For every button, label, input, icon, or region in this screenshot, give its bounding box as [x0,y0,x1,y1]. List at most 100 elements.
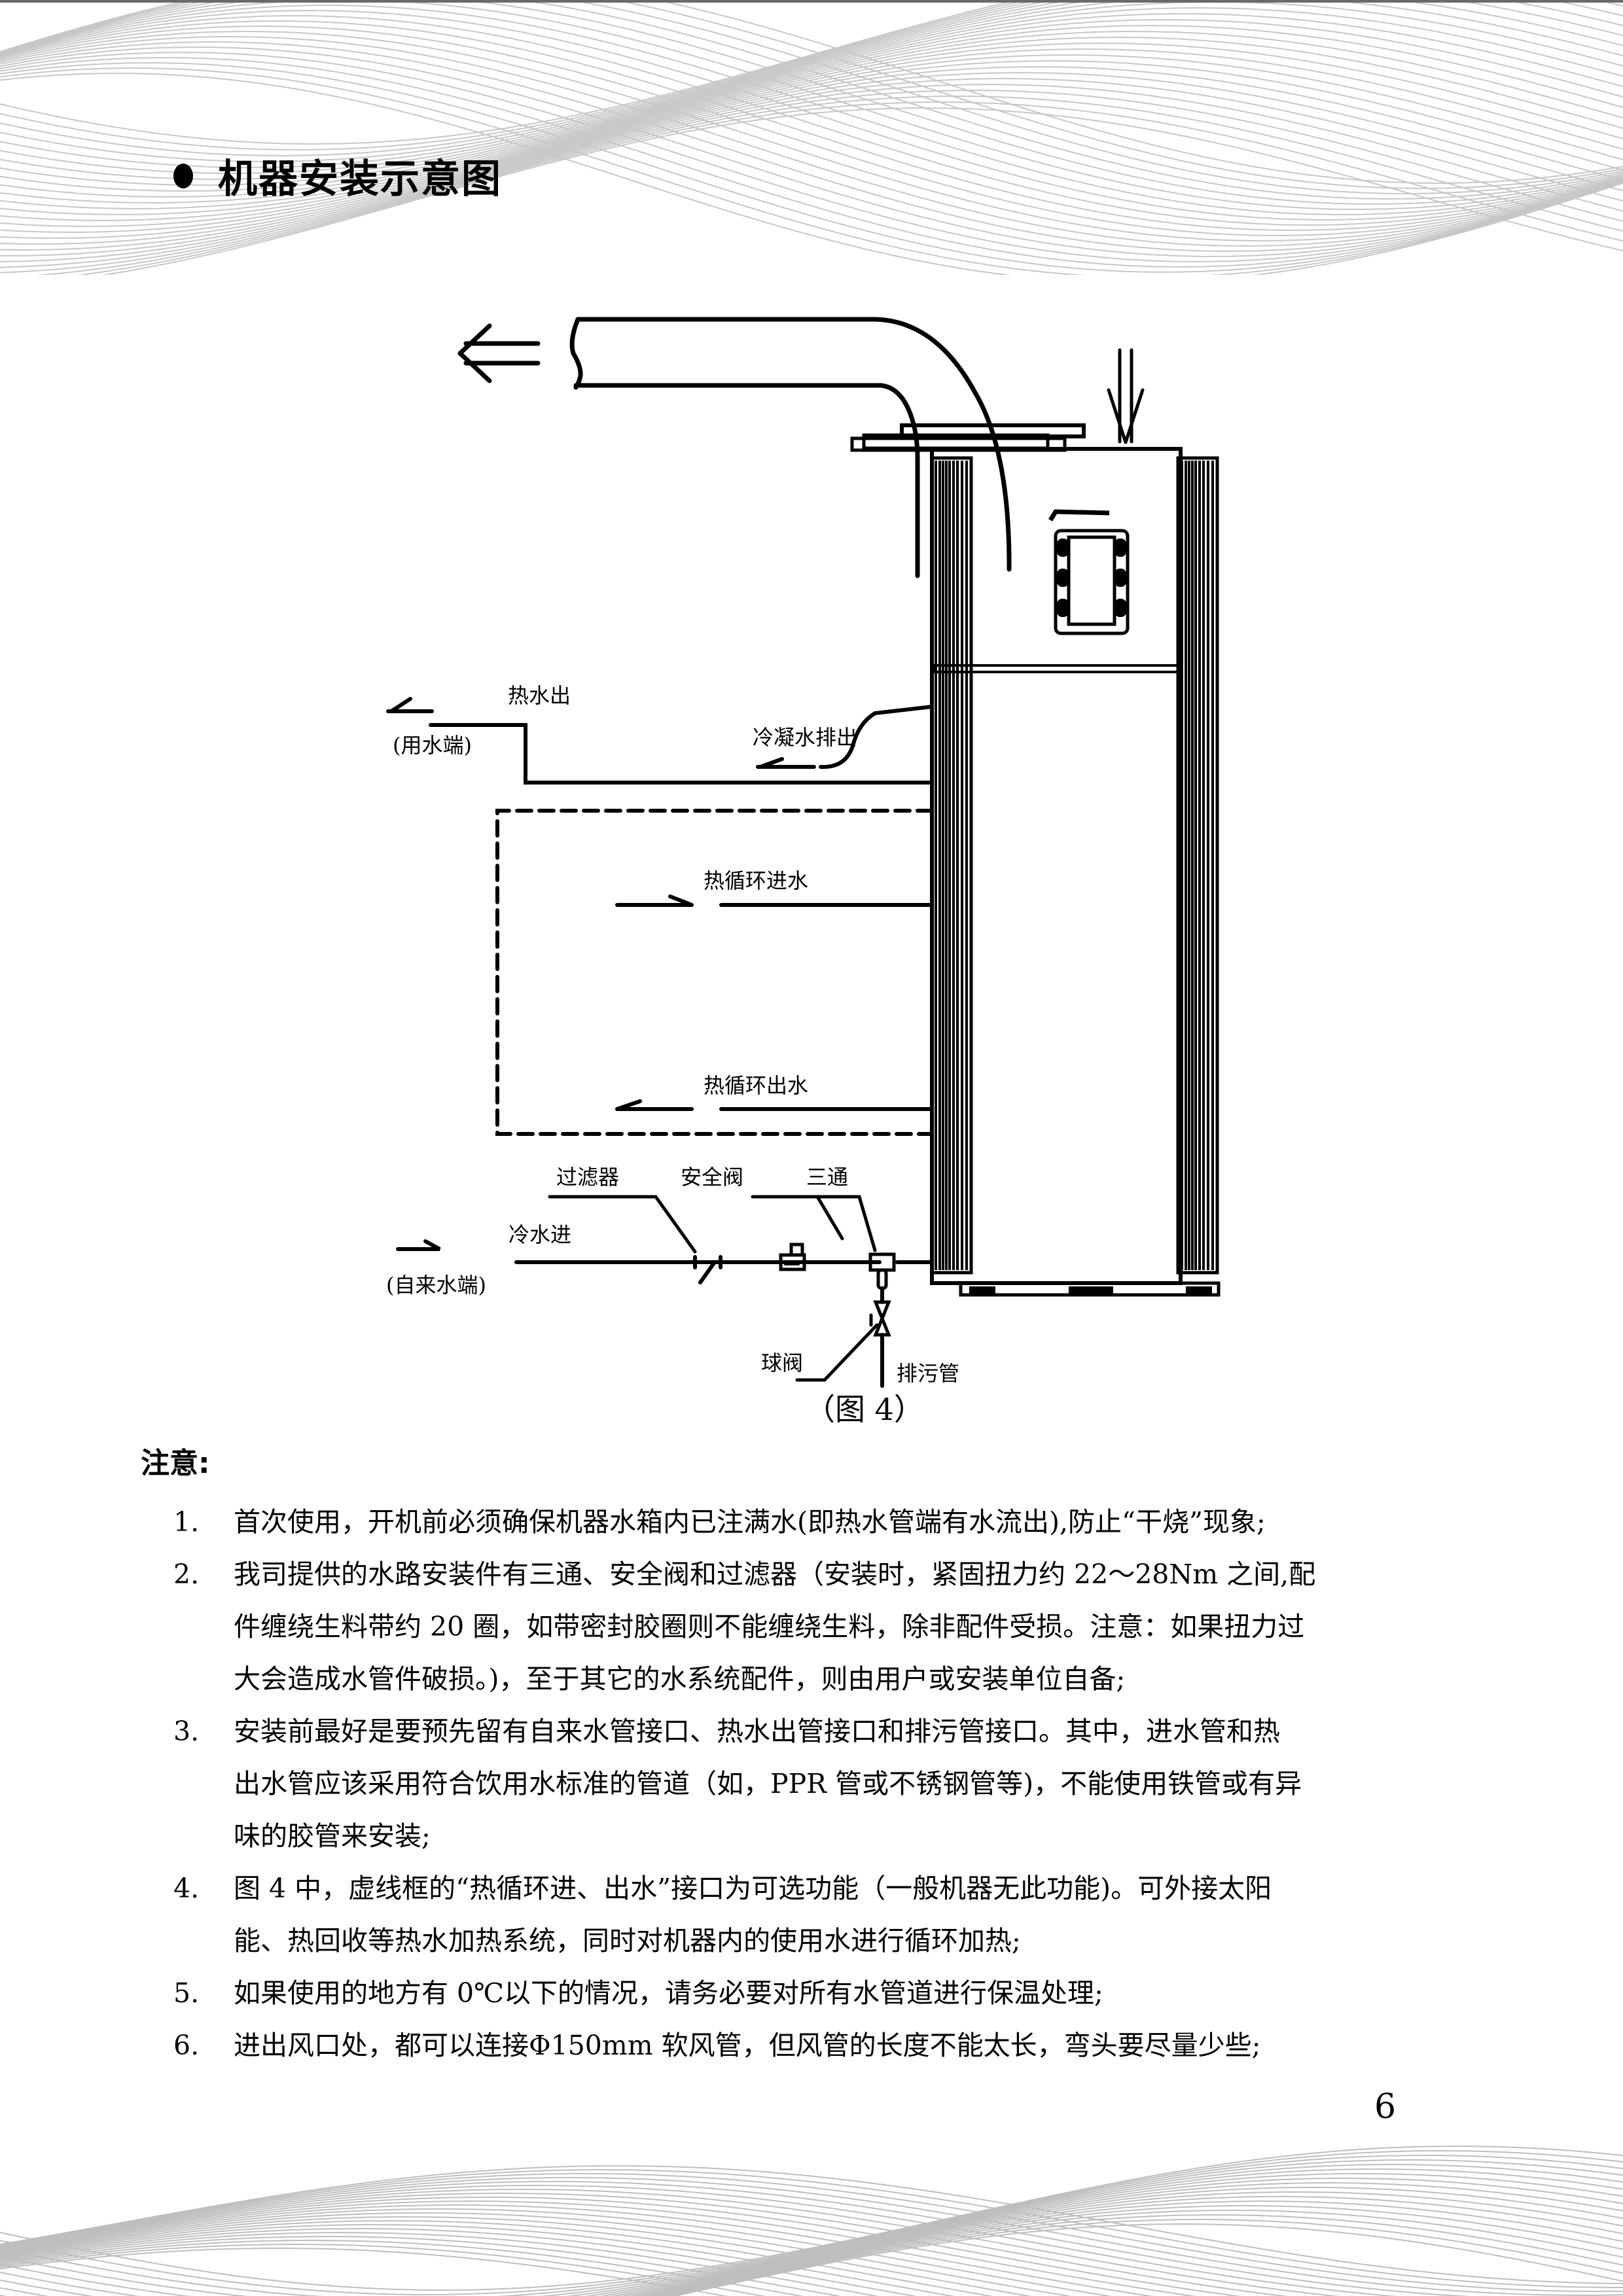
wave-line [0,2216,1033,2296]
filter-icon [548,1195,722,1284]
note-item: 4. 图 4 中，虚线框的“热循环进、出水”接口为可选功能（一般机器无此功能)。可… [141,1862,1522,1967]
label-condensate-drain: 冷凝水排出 [753,725,857,750]
header-rule [0,0,1623,3]
note-line: 出水管应该采用符合饮用水标准的管道（如，PPR 管或不锈钢管等)，不能使用铁管或… [234,1768,1302,1799]
wave-line [0,2231,880,2296]
note-line: 首次使用，开机前必须确保机器水箱内已注满水(即热水管端有水流出),防止“干烧”现… [234,1506,1266,1538]
note-item: 3. 安装前最好是要预先留有自来水管接口、热水出管接口和排污管接口。其中，进水管和… [141,1705,1522,1862]
notes-section: 注意: 1. 首次使用，开机前必须确保机器水箱内已注满水(即热水管端有水流出),防… [141,1439,1522,2072]
note-number: 4. [173,1873,200,1904]
note-line: 件缠绕生料带约 20 圈，如带密封胶圈则不能缠绕生料，除非配件受损。注意：如果扭… [234,1611,1305,1642]
note-text: 首次使用，开机前必须确保机器水箱内已注满水(即热水管端有水流出),防止“干烧”现… [234,1496,1522,1548]
wave-line [663,2214,1623,2296]
note-line: 大会造成水管件破损。)，至于其它的水系统配件，则由用户或安装单位自备; [234,1663,1126,1695]
safety-valve-icon [751,1195,844,1271]
wave-line [0,2223,955,2296]
wave-line [0,2180,1472,2296]
note-text: 图 4 中，虚线框的“热循环进、出水”接口为可选功能（一般机器无此功能)。可外接… [234,1862,1522,1967]
wave-line [0,2145,1623,2291]
wave-line [0,2192,1289,2296]
label-heat-cycle-in: 热循环进水 [704,868,808,893]
wave-line [0,2165,1623,2284]
section-title: 机器安装示意图 [218,156,502,202]
wave-line [0,2196,1241,2296]
wave-line [0,2159,1623,2296]
control-panel [1054,529,1130,635]
heat-cycle-in-pipe [615,894,934,907]
note-line: 味的胶管来安装; [234,1820,431,1852]
ball-valve-icon [795,1286,891,1388]
label-user-end: (用水端) [393,733,472,758]
note-number: 2. [173,1559,200,1590]
wave-line [658,2209,1623,2296]
wave-line [653,2204,1623,2296]
label-cold-water-in: 冷水进 [508,1222,571,1247]
wave-line [0,2172,1623,2296]
air-outlet-arrow-icon [457,323,541,383]
note-number: 1. [173,1506,200,1538]
wave-line [0,2204,1154,2296]
bullet-icon [173,163,193,188]
wave-line [0,2247,728,2296]
wave-line [0,2212,1072,2296]
heat-cycle-out-pipe [615,1099,934,1111]
label-tee: 三通 [806,1165,848,1190]
label-hot-water-out: 热水出 [508,683,571,708]
notes-title: 注意: [141,1447,210,1480]
wave-line [668,2218,1623,2296]
wave-line [0,2185,1398,2296]
note-line: 安装前最好是要预先留有自来水管接口、热水出管接口和排污管接口。其中，进水管和热 [234,1716,1280,1747]
page-number: 6 [1374,2087,1397,2127]
decorative-wave-footer [0,2145,1623,2296]
label-drain-pipe: 排污管 [897,1361,959,1386]
note-text: 如果使用的地方有 0℃以下的情况，请务必要对所有水管道进行保温处理; [234,1967,1522,2019]
brand-logo-icon [1048,509,1110,521]
hot-water-out-pipe [386,697,934,785]
wave-line [0,2239,804,2296]
wave-line [0,2188,1340,2296]
wave-line [0,2172,1623,2293]
wave-line [0,2155,1623,2296]
tee-fitting-icon [808,1195,896,1290]
wave-line [0,2176,1623,2296]
wave-line [0,2163,1623,2296]
condensate-drain-pipe [756,705,934,769]
note-item: 2. 我司提供的水路安装件有三通、安全阀和过滤器（安装时，紧固扭力约 22～28N… [141,1548,1522,1705]
wave-line [0,2181,1623,2296]
notes-list: 1. 首次使用，开机前必须确保机器水箱内已注满水(即热水管端有水流出),防止“干烧… [141,1496,1522,2072]
wave-line [0,2168,1623,2288]
wave-line [0,2227,918,2296]
note-number: 3. [173,1716,200,1747]
wave-line [0,2243,766,2296]
note-item: 5. 如果使用的地方有 0℃以下的情况，请务必要对所有水管道进行保温处理; [141,1967,1522,2019]
wave-line [672,2223,1623,2296]
installation-diagram: 热水出 (用水端) 冷凝水排出 热循环进水 热循环出水 过滤器 安全阀 三通 冷… [386,317,1221,1427]
note-item: 1. 首次使用，开机前必须确保机器水箱内已注满水(即热水管端有水流出),防止“干烧… [141,1496,1522,1548]
heat-pump-unit [850,423,1221,1297]
note-line: 如果使用的地方有 0℃以下的情况，请务必要对所有水管道进行保温处理; [234,1977,1103,2009]
wave-line [635,2191,1623,2296]
wave-line [628,2186,1623,2296]
wave-line [642,2195,1623,2296]
label-heat-cycle-out: 热循环出水 [704,1073,808,1098]
note-number: 6. [173,2030,200,2061]
wave-line [648,2200,1623,2296]
note-text: 安装前最好是要预先留有自来水管接口、热水出管接口和排污管接口。其中，进水管和热出… [234,1705,1522,1862]
label-safety-valve: 安全阀 [681,1165,743,1190]
wave-line [0,2149,1623,2296]
note-item: 6. 进出风口处，都可以连接Φ150mm 软风管，但风管的长度不能太长，弯头要尽量… [141,2019,1522,2072]
label-filter: 过滤器 [556,1165,619,1190]
wave-line [0,2177,1623,2296]
cold-water-in-pipe [396,1239,934,1264]
wave-line [0,2236,842,2296]
label-ball-valve: 球阀 [761,1351,803,1375]
section-heading: 机器安装示意图 [173,147,502,204]
wave-line [0,2219,993,2296]
note-text: 进出风口处，都可以连接Φ150mm 软风管，但风管的长度不能太长，弯头要尽量少些… [234,2019,1522,2072]
figure-caption: （图 4） [805,1392,924,1427]
wave-line [0,2200,1197,2296]
note-line: 进出风口处，都可以连接Φ150mm 软风管，但风管的长度不能太长，弯头要尽量少些… [234,2030,1261,2061]
note-text: 我司提供的水路安装件有三通、安全阀和过滤器（安装时，紧固扭力约 22～28Nm … [234,1548,1522,1705]
note-number: 5. [173,1977,200,2009]
note-line: 我司提供的水路安装件有三通、安全阀和过滤器（安装时，紧固扭力约 22～28Nm … [234,1559,1316,1590]
